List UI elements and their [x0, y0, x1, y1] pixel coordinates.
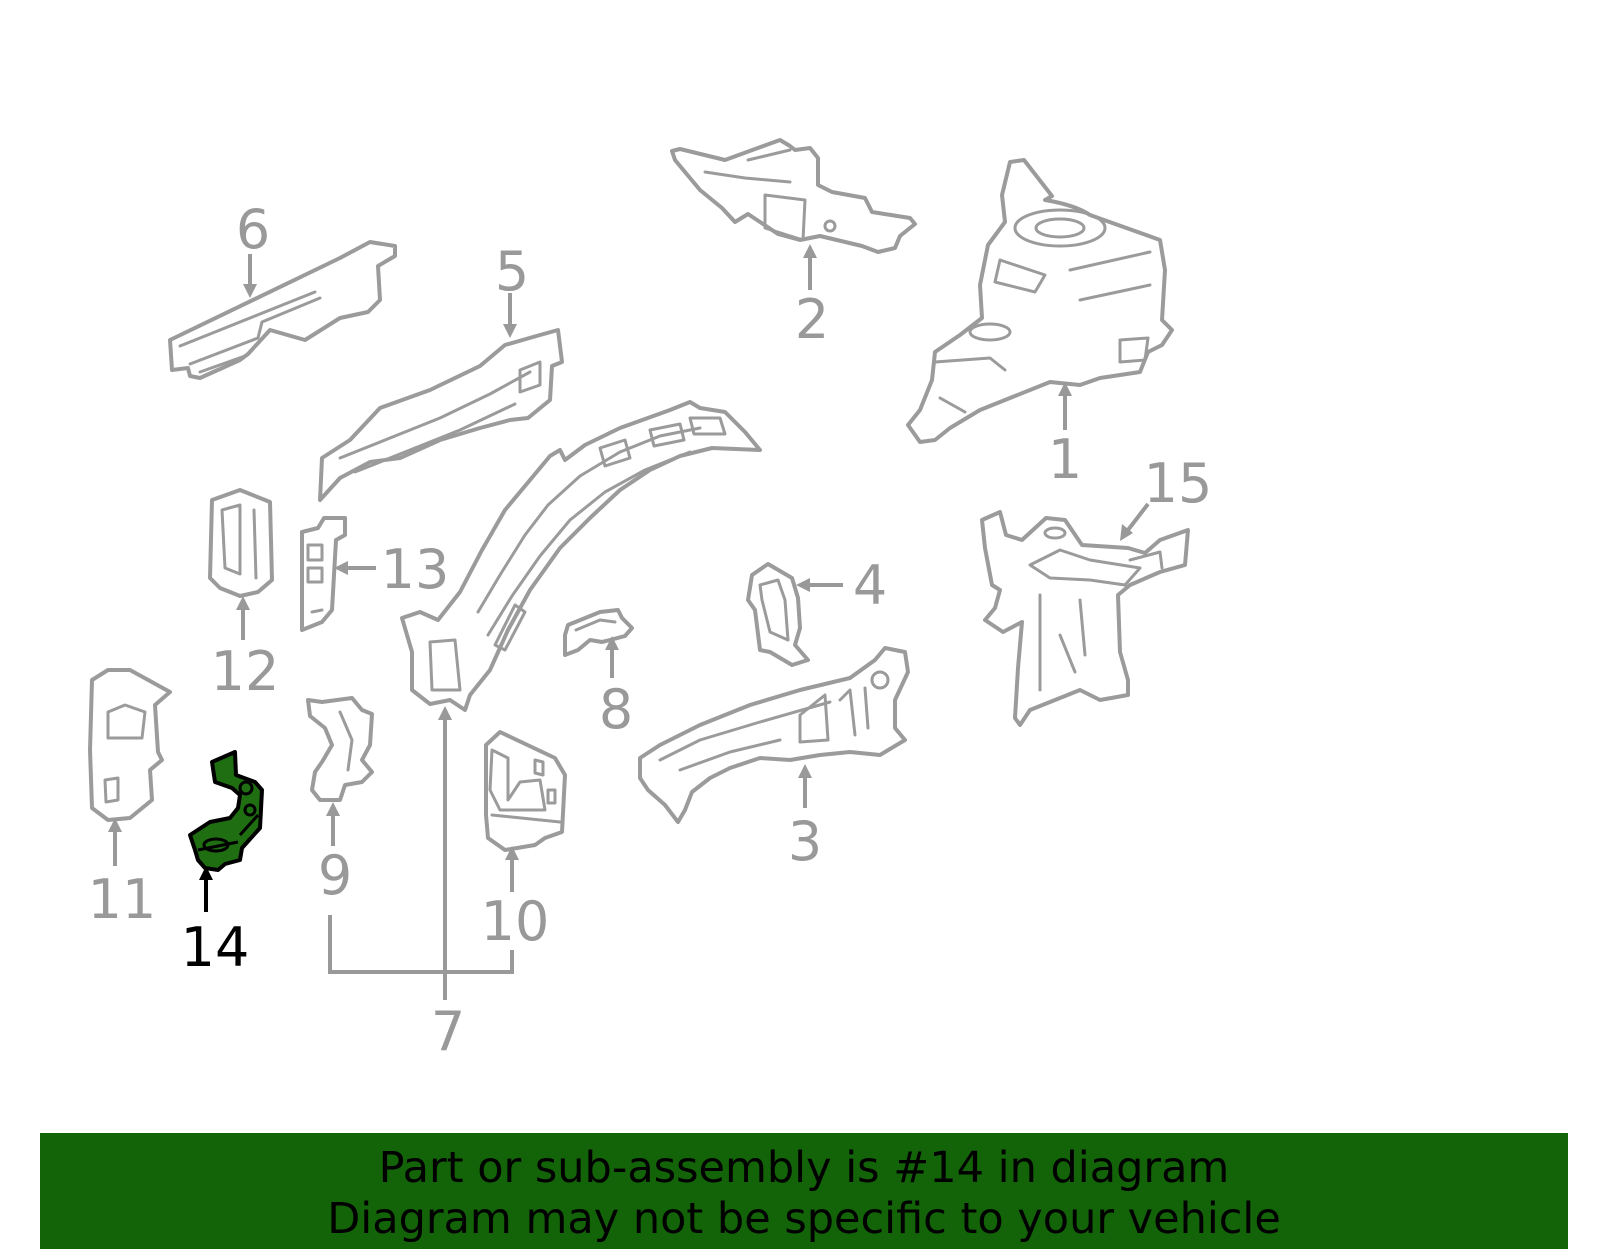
arrow-5 [503, 293, 517, 338]
part-3[interactable] [638, 646, 910, 824]
bracket-7 [328, 915, 514, 974]
part-14[interactable] [188, 750, 264, 872]
label-13: 13 [381, 538, 450, 601]
label-11: 11 [88, 868, 157, 931]
label-5: 5 [495, 240, 529, 303]
arrow-11 [108, 818, 122, 866]
arrow-7 [438, 706, 452, 1000]
banner-line-1: Part or sub-assembly is #14 in diagram [378, 1143, 1230, 1193]
label-3: 3 [788, 810, 822, 873]
arrow-2 [803, 244, 817, 290]
label-14: 14 [181, 916, 250, 979]
label-4: 4 [853, 554, 887, 617]
arrow-15 [1120, 502, 1150, 541]
banner-line-2: Diagram may not be specific to your vehi… [327, 1194, 1281, 1244]
arrow-4 [796, 578, 843, 592]
label-2: 2 [795, 288, 829, 351]
parts-diagram: 1 2 6 5 7 [88, 138, 1213, 1063]
part-6[interactable] [168, 240, 397, 380]
part-10[interactable] [484, 730, 567, 852]
part-2[interactable] [670, 138, 917, 254]
label-15: 15 [1144, 452, 1213, 515]
label-1: 1 [1048, 428, 1082, 491]
arrow-1 [1058, 382, 1072, 430]
arrow-13 [334, 561, 376, 575]
label-8: 8 [599, 678, 633, 741]
label-6: 6 [236, 198, 270, 261]
part-4[interactable] [746, 562, 810, 667]
arrow-3 [798, 764, 812, 808]
part-1[interactable] [906, 158, 1174, 444]
arrow-6 [243, 254, 257, 298]
part-7[interactable] [400, 400, 762, 712]
part-12[interactable] [208, 488, 274, 598]
part-13[interactable] [300, 516, 347, 632]
part-9[interactable] [306, 696, 374, 802]
part-8[interactable] [563, 608, 634, 657]
arrow-10 [505, 846, 519, 892]
arrow-12 [236, 596, 250, 640]
label-7: 7 [431, 1000, 465, 1063]
part-11[interactable] [88, 668, 172, 822]
arrow-8 [605, 636, 619, 678]
part-15[interactable] [980, 510, 1190, 727]
notice-banner: Part or sub-assembly is #14 in diagram D… [40, 1133, 1568, 1249]
label-12: 12 [211, 640, 280, 703]
arrow-14 [199, 866, 213, 912]
arrow-9 [326, 802, 340, 846]
label-9: 9 [318, 844, 352, 907]
label-10: 10 [481, 890, 550, 953]
part-5[interactable] [318, 328, 564, 502]
